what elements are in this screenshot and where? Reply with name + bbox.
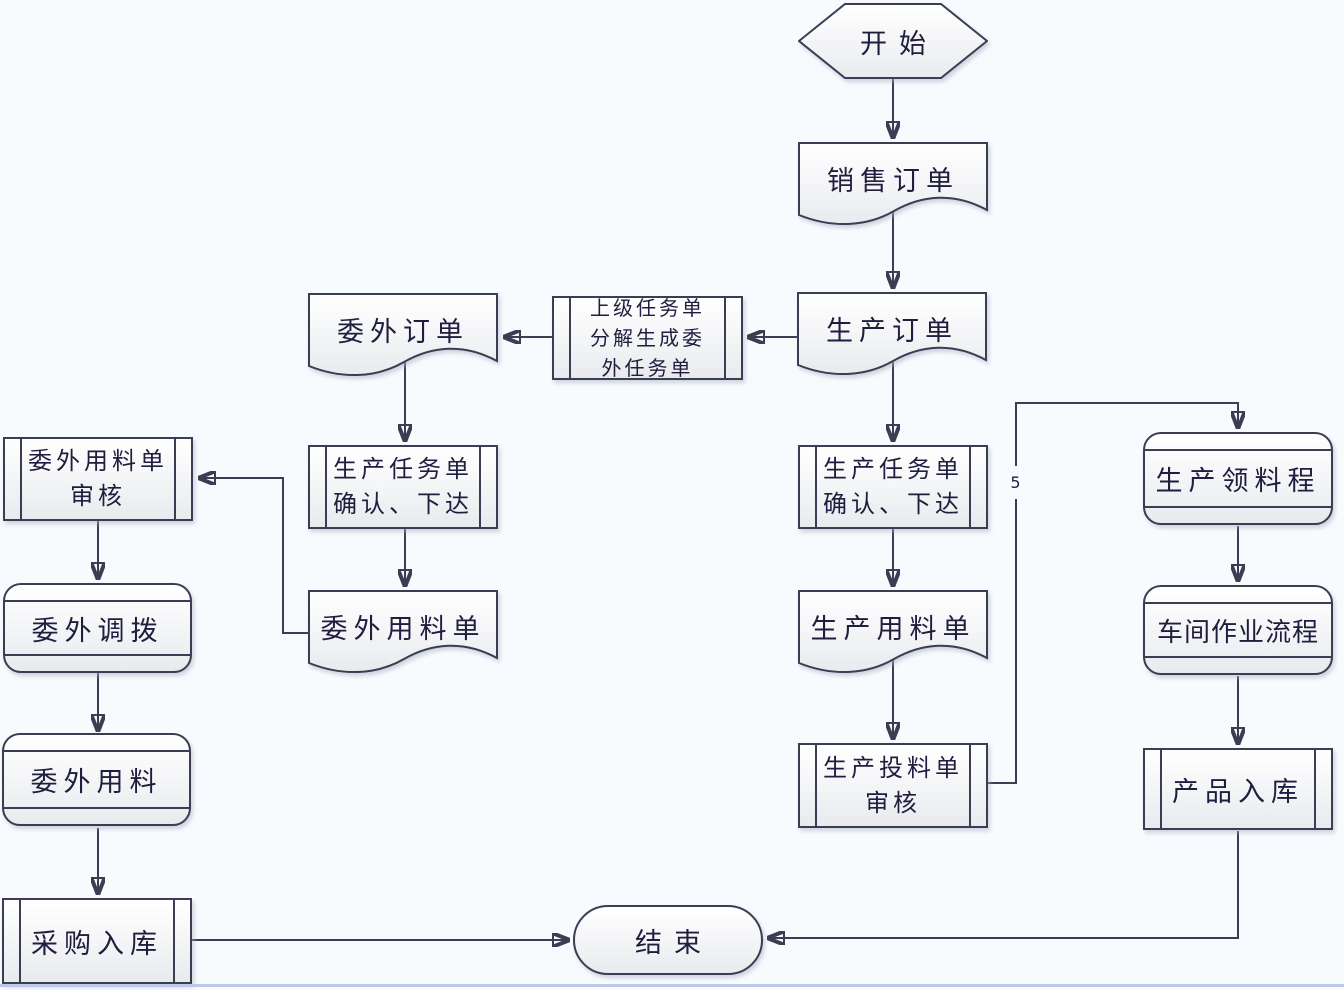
node-task-split: 上级任务单 分解生成委 外任务单 xyxy=(552,296,743,380)
node-label: 委外订单 xyxy=(337,317,469,348)
node-label: 车间作业流程 xyxy=(1156,617,1319,648)
node-start: 开始 xyxy=(798,3,988,79)
document-shape xyxy=(308,590,498,674)
node-sales-order: 销售订单 xyxy=(798,142,988,237)
edge-materialdoc-to-audit xyxy=(199,478,308,634)
node-outsource-material-doc: 委外用料单 xyxy=(308,590,498,685)
document-shape xyxy=(797,292,987,376)
node-label: 产品入库 xyxy=(1172,776,1304,808)
node-label: 结束 xyxy=(635,927,713,959)
node-label: 委外调拨 xyxy=(31,615,164,647)
document-shape xyxy=(798,590,988,674)
node-outsource-order: 委外订单 xyxy=(308,293,498,388)
edge-sequence-label: 5 xyxy=(1004,466,1027,499)
node-label: 生产用料单 xyxy=(810,614,976,645)
node-label: 生产任务单 确认、下达 xyxy=(333,455,473,518)
node-workshop-flow: 车间作业流程 xyxy=(1143,585,1333,675)
node-outsource-material-use: 委外用料 xyxy=(2,733,191,826)
bottom-divider xyxy=(0,984,1344,987)
node-label: 生产任务单 确认、下达 xyxy=(823,455,963,518)
edge-feedaudit-to-picking xyxy=(988,402,1238,784)
node-prod-picking: 生产领料程 xyxy=(1143,432,1333,525)
node-prod-feed-audit: 生产投料单 审核 xyxy=(798,743,988,828)
node-label: 生产领料程 xyxy=(1155,466,1321,497)
node-label: 生产投料单 审核 xyxy=(823,753,963,817)
hexagon-shape xyxy=(798,3,988,79)
node-prod-material-doc: 生产用料单 xyxy=(798,590,988,685)
node-production-order: 生产订单 xyxy=(797,292,987,387)
document-shape xyxy=(308,293,498,377)
node-label: 上级任务单 分解生成委 外任务单 xyxy=(590,296,705,380)
node-label: 委外用料单 xyxy=(320,614,486,645)
document-shape xyxy=(798,142,988,226)
node-product-inbound: 产品入库 xyxy=(1143,748,1333,830)
node-label: 采购入库 xyxy=(31,928,163,960)
node-outsource-task-confirm: 生产任务单 确认、下达 xyxy=(308,445,498,529)
node-prod-task-confirm: 生产任务单 确认、下达 xyxy=(798,445,988,529)
node-label: 生产订单 xyxy=(826,316,958,347)
edge-productin-to-end xyxy=(768,831,1239,938)
node-label: 委外用料单 审核 xyxy=(28,447,168,510)
node-label: 销售订单 xyxy=(827,166,959,197)
node-label: 委外用料 xyxy=(30,767,163,798)
node-outsource-material-audit: 委外用料单 审核 xyxy=(3,437,193,521)
node-purchase-inbound: 采购入库 xyxy=(2,898,192,984)
node-end: 结束 xyxy=(573,905,763,975)
node-label: 开始 xyxy=(860,28,938,60)
node-outsource-transfer: 委外调拨 xyxy=(3,583,192,673)
